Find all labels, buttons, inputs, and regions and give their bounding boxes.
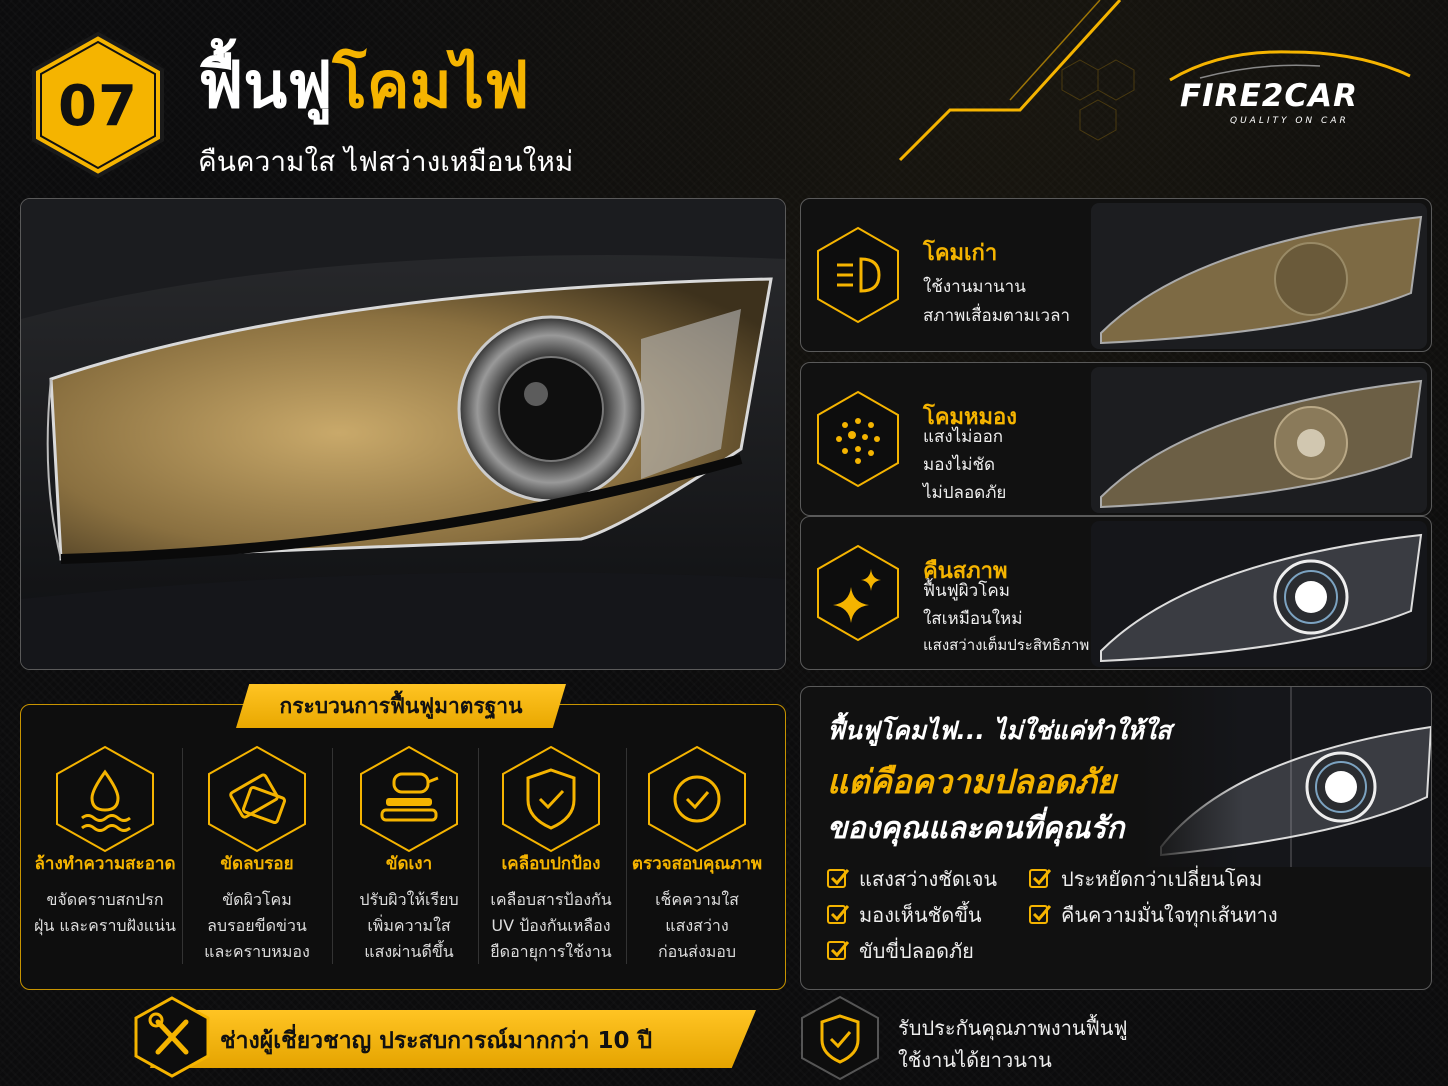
step-number: 07 (58, 74, 138, 139)
step-line: ลบรอยขีดข่วน (207, 916, 307, 935)
condition-card-old: โคมเก่า ใช้งานมานาน สภาพเสื่อมตามเวลา (800, 198, 1432, 352)
old-headlight-photo (1091, 203, 1427, 349)
main-headlight-photo (20, 198, 786, 670)
brand-name: FIRE2CAR (1180, 78, 1358, 114)
step-number-badge: 07 (28, 30, 168, 180)
expert-banner: ช่างผู้เชี่ยวชาญ ประสบการณ์มากกว่า 10 ปี (150, 1010, 756, 1068)
process-step-coat: เคลือบปกป้อง เคลือบสารป้องกัน UV ป้องกัน… (476, 744, 626, 984)
benefit-item: ขับขี่ปลอดภัย (827, 935, 974, 967)
sparkle-icon (817, 544, 899, 642)
benefit-item: คืนความมั่นใจทุกเส้นทาง (1029, 899, 1278, 931)
step-title: ตรวจสอบคุณภาพ (631, 854, 763, 874)
brand-logo: FIRE2CAR QUALITY ON CAR (1160, 40, 1420, 140)
safety-line-1: ฟื้นฟูโคมไฟ... ไม่ใช่แค่ทำให้ใส (827, 716, 1172, 745)
water-drop-icon (56, 745, 154, 853)
step-line: เคลือบสารป้องกัน (490, 890, 612, 909)
process-step-sand: ขัดลบรอย ขัดผิวโคม ลบรอยขีดข่วน และคราบห… (182, 744, 332, 984)
safety-line-3: ของคุณและคนที่คุณรัก (827, 811, 1125, 846)
process-step-polish: ขัดเงา ปรับผิวให้เรียบ เพิ่มความใส แสงผ่… (334, 744, 484, 984)
foggy-headlight-photo (1091, 367, 1427, 513)
condition-line: แสงไม่ออก (923, 427, 1004, 447)
step-divider (626, 748, 627, 964)
safety-line-2: แต่คือความปลอดภัย (827, 762, 1116, 801)
step-divider (182, 748, 183, 964)
benefit-item: แสงสว่างชัดเจน (827, 863, 997, 895)
step-line: เช็คความใส (655, 890, 739, 909)
restored-headlight-photo (1091, 521, 1427, 667)
condition-title: โคมหมอง (923, 405, 1017, 430)
step-title: ขัดลบรอย (220, 854, 294, 874)
warranty-line-1: รับประกันคุณภาพงานฟื้นฟู (898, 1016, 1128, 1040)
car-silhouette-icon (1169, 50, 1411, 82)
step-divider (332, 748, 333, 964)
check-circle-icon (648, 745, 746, 853)
benefit-item: ประหยัดกว่าเปลี่ยนโคม (1029, 863, 1262, 895)
expert-text: ช่างผู้เชี่ยวชาญ ประสบการณ์มากกว่า 10 ปี (220, 1028, 653, 1054)
page-title: ฟื้นฟูโคมไฟ (198, 46, 529, 126)
warranty-line-2: ใช้งานได้ยาวนาน (898, 1048, 1052, 1072)
condition-title: คืนสภาพ (923, 559, 1008, 584)
tools-icon (134, 996, 210, 1078)
gold-accent-lines (898, 0, 1135, 162)
process-step-wash: ล้างทำความสะอาด ขจัดคราบสกปรก ฝุ่น และคร… (30, 744, 180, 984)
safety-panel: ฟื้นฟูโคมไฟ... ไม่ใช่แค่ทำให้ใส แต่คือคว… (800, 686, 1432, 990)
condition-line: สภาพเสื่อมตามเวลา (923, 306, 1071, 326)
sanding-pad-icon (208, 745, 306, 853)
checkbox-icon (827, 905, 849, 924)
checkbox-icon (827, 941, 849, 960)
step-divider (478, 748, 479, 964)
brand-tagline: QUALITY ON CAR (1230, 116, 1349, 126)
clear-headlight-photo (1141, 687, 1431, 867)
condition-line: ฟื้นฟูผิวโคม (923, 581, 1010, 601)
step-line: ก่อนส่งมอบ (657, 942, 737, 961)
step-line: ฝุ่น และคราบฝังแน่น (34, 916, 176, 935)
benefit-item: มองเห็นชัดขึ้น (827, 899, 982, 931)
step-line: แสงสว่าง (665, 916, 729, 935)
warranty-shield-icon (801, 995, 879, 1081)
step-line: UV ป้องกันเหลือง (491, 916, 611, 935)
step-line: แสงผ่านดีขึ้น (364, 942, 454, 961)
step-line: ปรับผิวให้เรียบ (359, 890, 459, 909)
step-line: เพิ่มความใส (367, 916, 451, 935)
step-title: ขัดเงา (385, 854, 433, 874)
process-title: กระบวนการฟื้นฟูมาตรฐาน (236, 684, 566, 728)
condition-card-restored: คืนสภาพ ฟื้นฟูผิวโคม ใสเหมือนใหม่ แสงสว่… (800, 516, 1432, 670)
checkbox-icon (827, 869, 849, 888)
shield-check-icon (502, 745, 600, 853)
step-title: เคลือบปกป้อง (501, 854, 601, 874)
condition-line: ใสเหมือนใหม่ (923, 609, 1023, 629)
checkbox-icon (1029, 869, 1051, 888)
step-line: ขัดผิวโคม (222, 890, 292, 909)
headlight-icon (817, 226, 899, 324)
condition-line: ไม่ปลอดภัย (923, 483, 1007, 503)
page-subtitle: คืนความใส ไฟสว่างเหมือนใหม่ (198, 145, 574, 178)
dots-icon (817, 390, 899, 488)
step-line: ขจัดคราบสกปรก (46, 890, 164, 909)
title-part-gold: โคมไฟ (332, 49, 530, 123)
step-line: และคราบหมอง (204, 942, 310, 961)
condition-title: โคมเก่า (923, 241, 998, 266)
checkbox-icon (1029, 905, 1051, 924)
title-part-white: ฟื้นฟู (198, 49, 333, 123)
condition-line: แสงสว่างเต็มประสิทธิภาพ (923, 636, 1090, 654)
condition-line: ใช้งานมานาน (923, 277, 1026, 297)
condition-card-foggy: โคมหมอง แสงไม่ออก มองไม่ชัด ไม่ปลอดภัย (800, 362, 1432, 516)
step-title: ล้างทำความสะอาด (34, 854, 176, 874)
step-line: ยืดอายุการใช้งาน (490, 942, 612, 961)
process-step-inspect: ตรวจสอบคุณภาพ เช็คความใส แสงสว่าง ก่อนส่… (622, 744, 772, 984)
polisher-icon (360, 745, 458, 853)
condition-line: มองไม่ชัด (923, 455, 996, 475)
